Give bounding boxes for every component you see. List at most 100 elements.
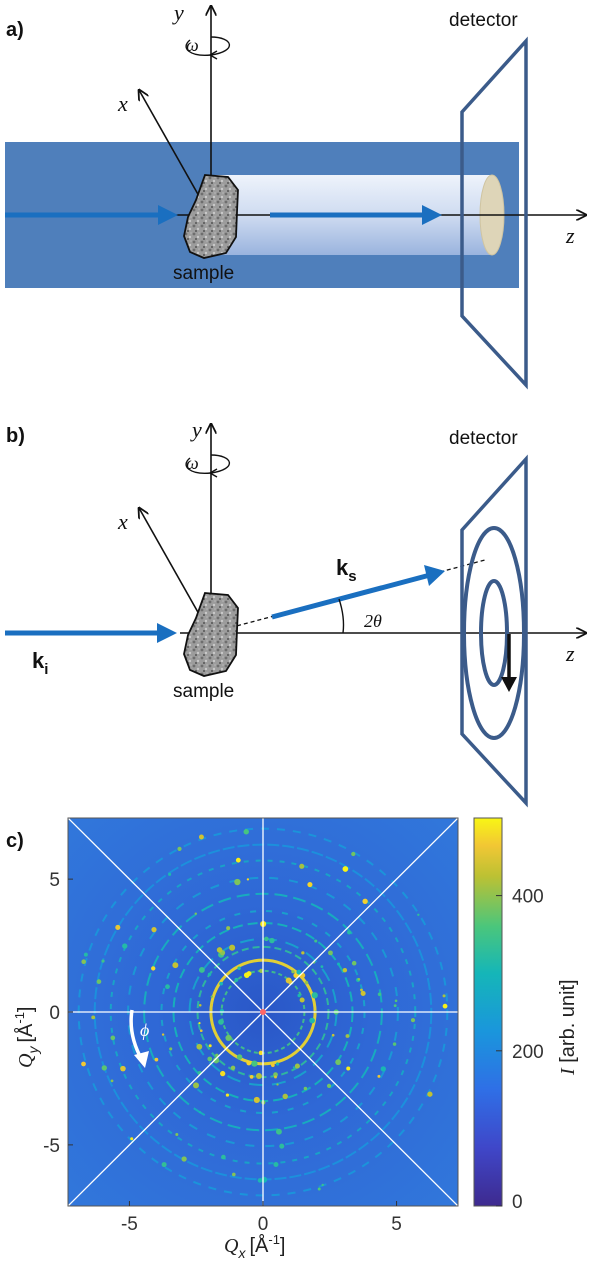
diffraction-spot (230, 1065, 236, 1071)
diffraction-spot (208, 1044, 212, 1048)
x-label-a: x (117, 91, 128, 116)
diffraction-spot (307, 881, 313, 888)
diffraction-spot (177, 846, 182, 851)
diffraction-spot (345, 1034, 350, 1038)
diffraction-spot (296, 969, 302, 975)
diffraction-spot (326, 1083, 332, 1088)
diffraction-spot (303, 1086, 308, 1091)
diffraction-spot (442, 1003, 448, 1009)
y-tick-label: 0 (49, 1003, 60, 1024)
panel-a-label: a) (6, 19, 24, 41)
diffraction-spot (218, 1019, 224, 1025)
diffraction-spot (410, 1018, 416, 1023)
diffraction-spot (328, 950, 333, 956)
sample-a (183, 174, 239, 259)
diffraction-spot (273, 1161, 279, 1168)
diffraction-spot (276, 1083, 279, 1086)
diffraction-spot (122, 943, 128, 949)
diffraction-spot (351, 851, 356, 857)
diffraction-spot (198, 1022, 201, 1025)
diffraction-spot (226, 926, 231, 931)
diffraction-spot (279, 1143, 285, 1149)
diffraction-spot (196, 1043, 203, 1050)
transmitted-beam-arrowhead-a (422, 205, 442, 225)
k-i-label: ki (32, 648, 48, 678)
diffraction-spot (392, 1042, 397, 1046)
diffraction-spot (251, 1060, 258, 1067)
colorbar-tick-label: 0 (512, 1192, 523, 1213)
diffraction-spot (81, 959, 86, 964)
diffraction-spot (165, 984, 170, 990)
diffraction-spot (274, 1075, 277, 1079)
scattered-beam-arrowhead-b (424, 565, 445, 586)
x-tick-label: 5 (391, 1214, 402, 1235)
sample-b (183, 592, 239, 677)
diffraction-spot (198, 834, 204, 840)
panel-c-label: c) (6, 830, 24, 852)
diffraction-spot (351, 960, 357, 966)
diffraction-spot (273, 1072, 278, 1077)
diffraction-spot (297, 993, 301, 998)
svg-text:Qy[Å-1]: Qy[Å-1] (12, 1007, 41, 1068)
diffraction-spot (172, 962, 179, 969)
phi-label-b: ϕ (486, 644, 495, 664)
diffraction-spot (229, 944, 236, 951)
x-tick-label: 0 (258, 1214, 269, 1235)
diffraction-spot (198, 1004, 202, 1007)
x-axis-title: Qx[Å-1] (224, 1232, 285, 1261)
diffraction-spot (357, 977, 361, 981)
two-theta-arc (338, 598, 345, 634)
omega-label-a: ω (186, 35, 199, 55)
detector-label-b: detector (449, 428, 518, 449)
diffraction-spot (120, 1065, 126, 1072)
diffraction-spot (220, 1070, 226, 1077)
diffraction-spot (215, 1053, 219, 1057)
diffraction-spot (249, 1074, 254, 1079)
detector-label-a: detector (449, 10, 518, 31)
debye-ring-outer (462, 526, 526, 740)
diffraction-spot (427, 1091, 433, 1097)
diffraction-spot (207, 972, 212, 977)
detector-b (460, 454, 528, 808)
diffraction-spot (110, 1079, 114, 1083)
diffraction-spot (199, 1029, 203, 1033)
diffraction-spot (181, 1156, 187, 1162)
diffraction-spot (213, 1057, 220, 1064)
diffraction-spot (236, 1054, 243, 1060)
diffraction-spot (259, 968, 264, 974)
diffraction-spot (237, 966, 241, 970)
incident-beam-arrowhead-a (158, 205, 178, 225)
diffraction-spot (225, 1034, 232, 1042)
x-label-b: x (117, 509, 128, 534)
y-tick-label: -5 (43, 1136, 60, 1157)
panel-b-label: b) (6, 425, 25, 447)
svg-text:I [arb. unit]: I [arb. unit] (557, 979, 579, 1076)
diffraction-spot (168, 872, 172, 876)
diffraction-spot (151, 927, 157, 933)
diffraction-spot (336, 962, 341, 966)
diffraction-spot (194, 912, 197, 915)
diffraction-spot (96, 979, 102, 984)
diffraction-spot (360, 990, 366, 996)
diffraction-spot (151, 966, 156, 971)
y-ticks: 50-5 (43, 870, 73, 1157)
diffraction-spot (231, 1172, 236, 1177)
diffraction-spot (320, 965, 324, 969)
phi-label-c: ϕ (140, 1020, 149, 1040)
diffraction-spot (255, 1072, 262, 1079)
panel-a: a) ω y x z sample detector (5, 0, 586, 390)
diffraction-spot (207, 1056, 213, 1062)
diffraction-spot (342, 866, 349, 872)
x-tick-label: -5 (121, 1214, 138, 1235)
diffraction-spot (264, 936, 269, 942)
diffraction-spot (294, 1063, 300, 1069)
diffraction-spot (175, 1133, 179, 1137)
diffraction-spot (169, 1047, 173, 1051)
diffraction-spot (258, 1050, 264, 1056)
diffraction-spot (360, 988, 363, 992)
diffraction-spot (299, 863, 305, 869)
diffraction-spot (393, 1004, 397, 1008)
